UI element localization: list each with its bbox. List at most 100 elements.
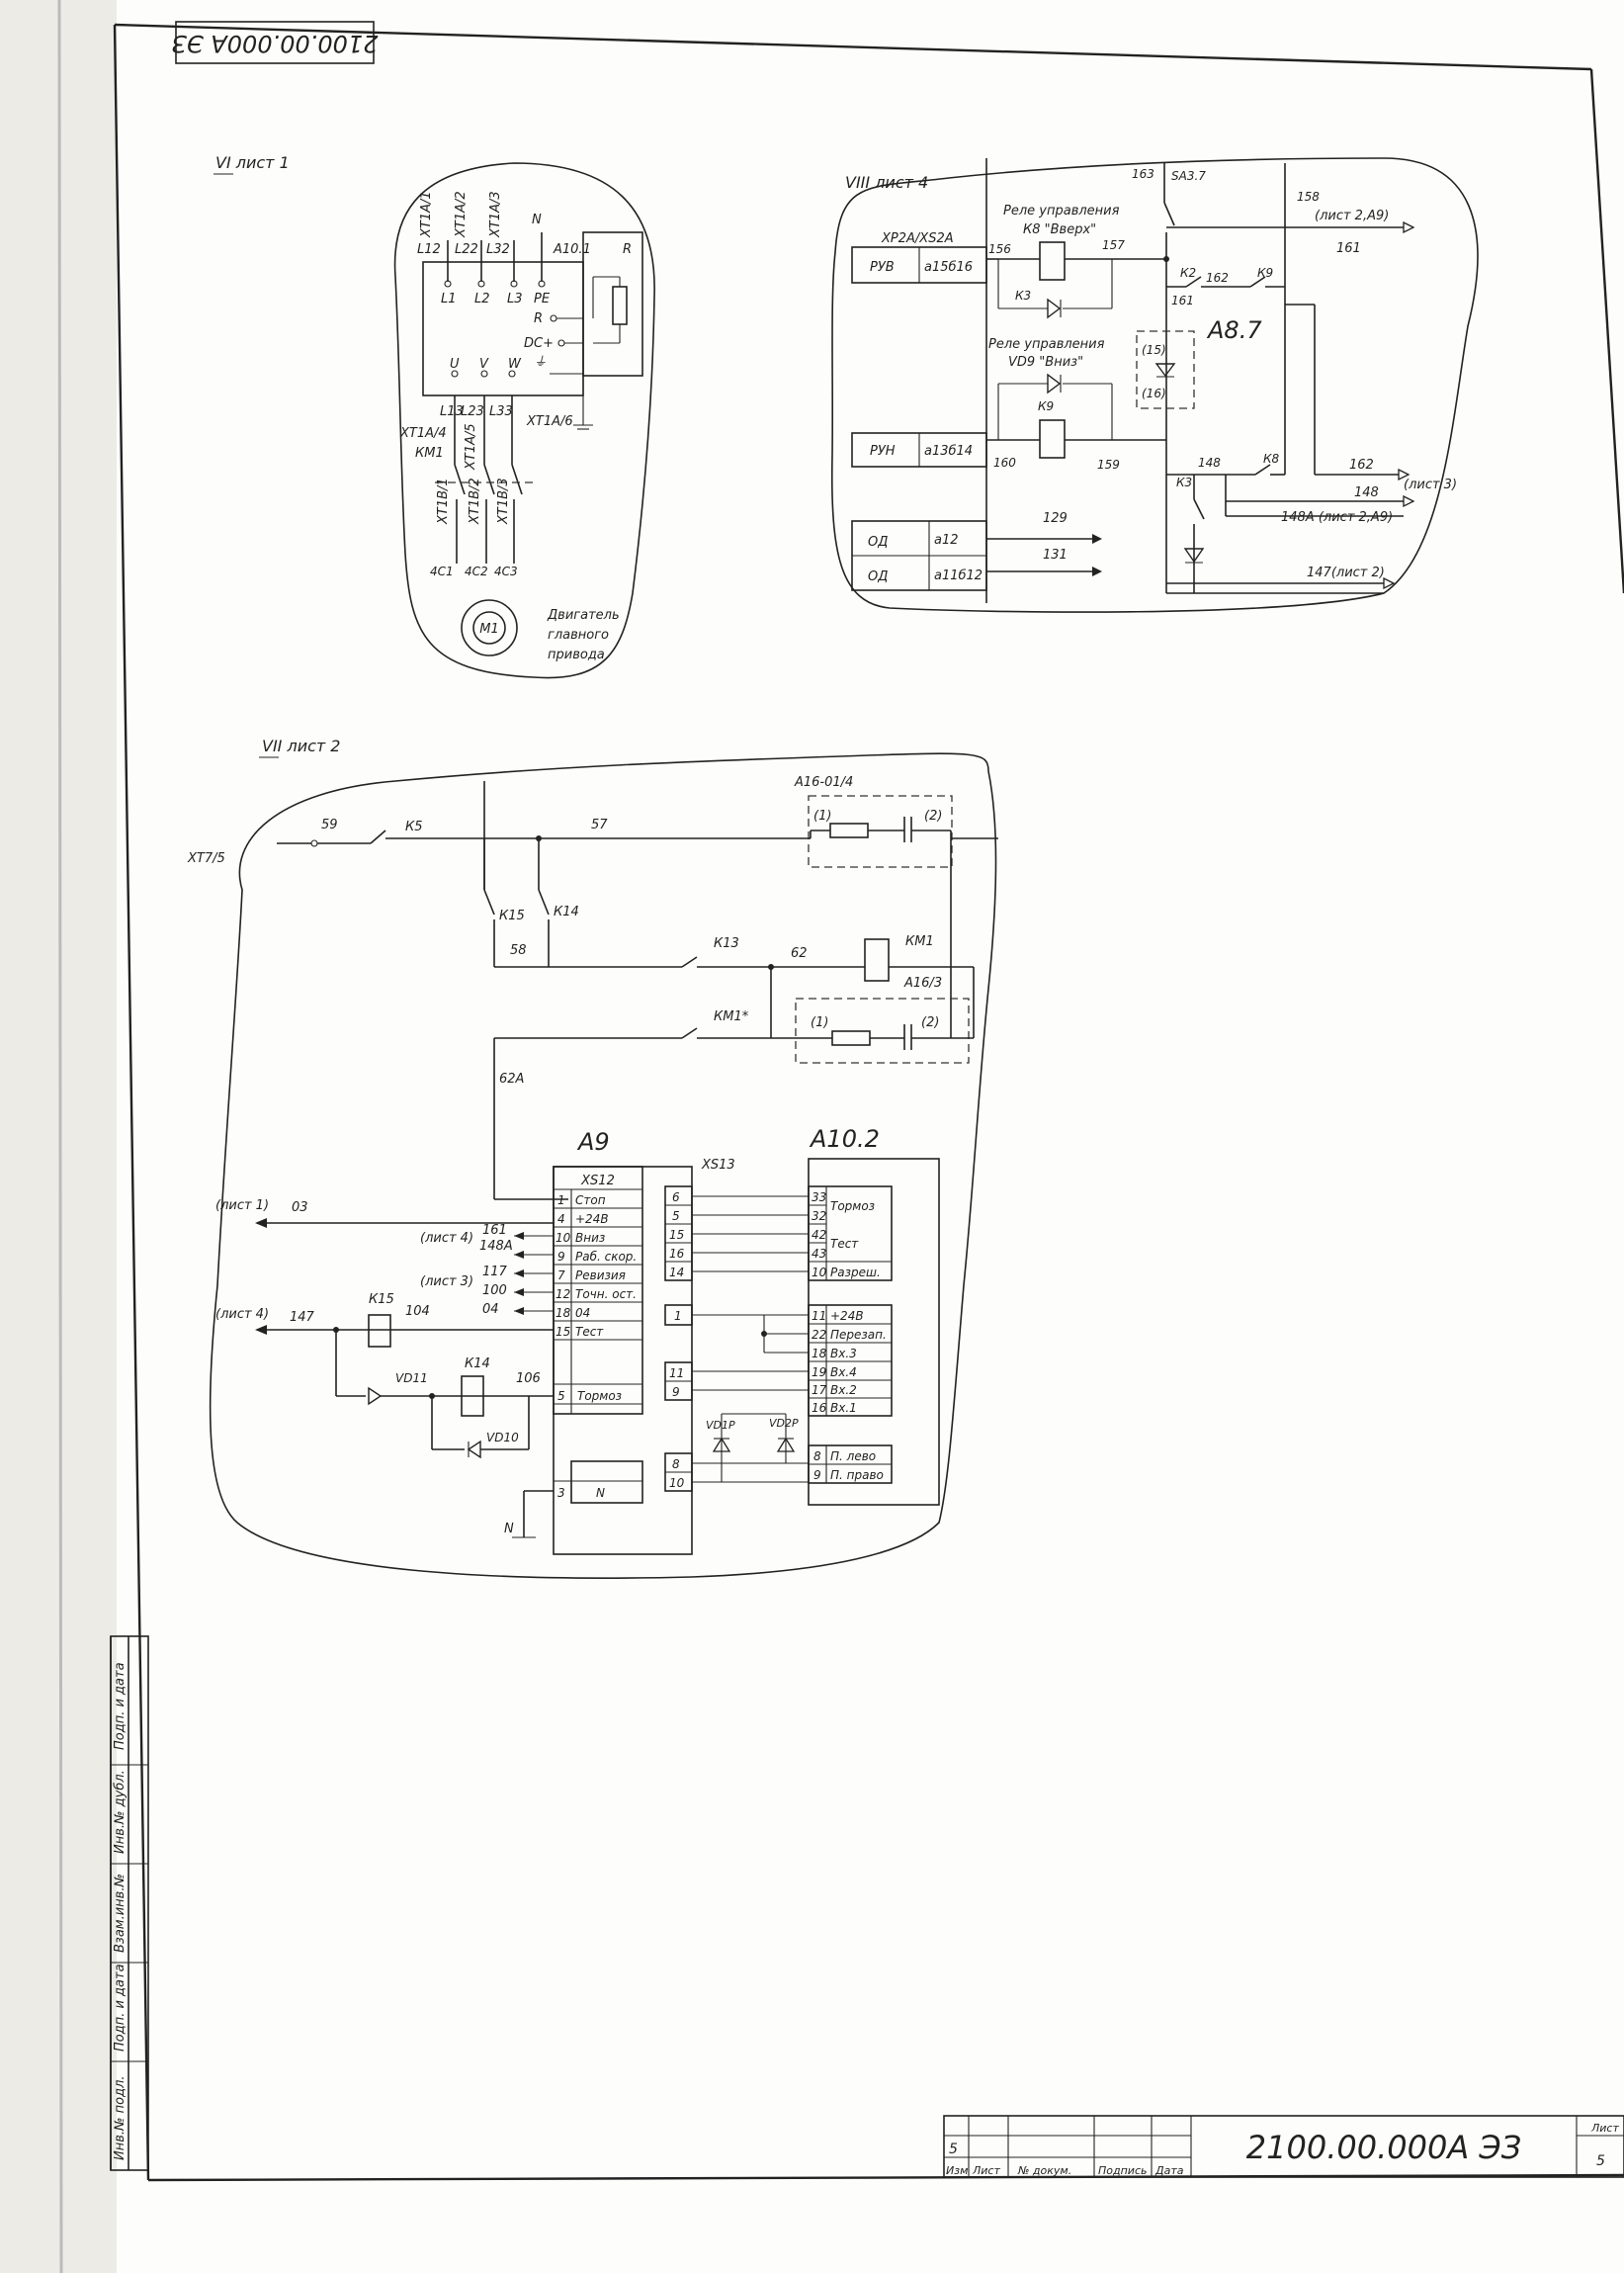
motor-label: М1: [479, 622, 499, 637]
km1-label: КМ1: [415, 446, 444, 461]
xs13-pin-5: 5: [672, 1209, 680, 1223]
a9-lbl-test: Тест: [575, 1325, 604, 1339]
stamp-col-sign: Подпись: [1098, 2164, 1147, 2177]
l12-label: L12: [417, 242, 441, 257]
out-147: 147(лист 2): [1307, 566, 1385, 580]
a10-lbl-in3: Вх.3: [830, 1347, 857, 1360]
k14-coil: [461, 1375, 484, 1417]
xt1a1-label: ХТ1А/1: [419, 191, 434, 238]
w158: 156: [988, 242, 1011, 256]
km1-coil-label: КМ1: [905, 934, 934, 949]
vd2p-label: VD2Р: [769, 1417, 799, 1430]
side-table: Подп. и дата Инв.№ дубл. Взам.инв.№ Подп…: [110, 1635, 149, 2171]
section-viii-title: VIII лист 4: [845, 173, 928, 192]
a9-pin-10: 10: [556, 1231, 571, 1245]
filter-bot-box: [795, 998, 970, 1064]
od2-pin: а11б12: [934, 568, 983, 583]
w62a: 62А: [499, 1072, 524, 1087]
frame-left: [113, 24, 150, 2181]
left-list3: (лист 3): [420, 1274, 473, 1289]
out-161: 161: [1336, 241, 1361, 256]
a10-lbl-24v: +24В: [830, 1309, 864, 1323]
od1-pin: а12: [934, 533, 959, 548]
xt1a6-label: ХТ1А/6: [526, 414, 573, 429]
a10-lbl-right: П. право: [830, 1468, 884, 1482]
a87-label: А8.7: [1206, 316, 1262, 344]
km1-coil: [864, 938, 890, 982]
pin-u: U: [450, 357, 460, 372]
side-cell-4: Инв.№ дубл.: [113, 1770, 128, 1854]
a10-pin-8: 8: [813, 1449, 821, 1463]
od2-label: ОД: [868, 569, 888, 584]
pin-pe: PE: [534, 292, 551, 306]
a10-lbl-restart: Перезап.: [830, 1328, 887, 1342]
n-ground-label: N: [504, 1522, 514, 1536]
w159: 159: [1097, 458, 1120, 472]
k8-coil: [1039, 241, 1066, 281]
a9-lbl-brake: Тормоз: [577, 1389, 622, 1403]
left-04: 04: [482, 1302, 499, 1317]
k14-coil-label: К14: [465, 1356, 490, 1371]
w156: 158: [1297, 190, 1320, 204]
rotated-code-box: [175, 21, 375, 64]
w106: 106: [516, 1371, 541, 1386]
pin-l3: L3: [507, 292, 523, 306]
out-162: 162: [1349, 458, 1374, 473]
left-list4-a: (лист 4): [420, 1231, 473, 1246]
frame-right: [1589, 68, 1624, 594]
a9-block: [553, 1166, 693, 1555]
l32-label: L32: [486, 242, 510, 257]
vd10-label: VD10: [486, 1431, 519, 1444]
a10-pin-19: 19: [812, 1365, 826, 1379]
filter-top-box: [808, 795, 953, 868]
a9-pin-7: 7: [557, 1268, 565, 1282]
left-03: 03: [292, 1200, 308, 1215]
k15-contact: К15: [499, 909, 525, 923]
a10-pin-11: 11: [812, 1309, 826, 1323]
section-viii-outline: [830, 157, 1479, 613]
filter-bot-pin1: (1): [811, 1015, 828, 1030]
4c2-label: 4С2: [465, 565, 488, 578]
w162: 162: [1206, 271, 1229, 285]
k15-coil-label: К15: [369, 1292, 394, 1307]
a9-lbl-down: Вниз: [575, 1231, 605, 1245]
xs13-pin-16: 16: [669, 1247, 685, 1261]
rotated-code: 2100.00.000А ЭЗ: [172, 30, 379, 57]
side-cell-3: Взам.инв.№: [113, 1874, 128, 1953]
a9-lbl-24v: +24В: [575, 1212, 609, 1226]
relay-down-2: VD9 "Вниз": [1008, 355, 1083, 370]
a10-pin-9: 9: [813, 1468, 821, 1482]
a9-pin-1: 1: [557, 1193, 565, 1207]
a9-title: А9: [576, 1128, 610, 1156]
motor-caption-1: Двигатель: [547, 608, 620, 623]
section-vi-title: VI лист 1: [215, 153, 290, 172]
a10-pin-10: 10: [812, 1266, 827, 1279]
xt1b1-label: ХТ1В/1: [436, 478, 451, 525]
left-147: 147: [290, 1310, 315, 1325]
pin-r: R: [534, 311, 543, 326]
k9-coil-label: К9: [1038, 399, 1054, 413]
a101-label: A10.1: [553, 242, 591, 257]
motor-caption-2: главного: [548, 628, 609, 643]
section-viii: VIII лист 4 ХР2А/ХS2А РУВ а15б16 РУН а13…: [830, 157, 1479, 613]
scan-shadow-line: [57, 0, 63, 2273]
out-list3: (лист 3): [1404, 478, 1457, 492]
a87-pin16: (16): [1142, 387, 1166, 400]
w57: 57: [591, 818, 608, 832]
xs13-pin-1: 1: [674, 1309, 682, 1323]
w163: 163: [1132, 167, 1154, 181]
vd11-label: VD11: [395, 1371, 428, 1385]
pin-l1: L1: [441, 292, 457, 306]
pin-l2: L2: [474, 292, 490, 306]
k3-label: К3: [1176, 476, 1192, 489]
l13-label: L13: [440, 404, 464, 419]
section-vii: VII лист 2 А16-01/4 (1) (2) ХТ7/5 59 К5 …: [187, 737, 998, 1579]
ruv-label: РУВ: [870, 260, 895, 275]
left-list1: (лист 1): [215, 1198, 269, 1213]
filter-top-pin2: (2): [924, 809, 942, 824]
xs13-label: ХS13: [701, 1158, 735, 1173]
a9-pin-3: 3: [557, 1486, 565, 1500]
a16-01-4-label: А16-01/4: [794, 775, 853, 790]
left-148a: 148А: [479, 1239, 513, 1254]
a10-pin-22: 22: [812, 1328, 826, 1342]
